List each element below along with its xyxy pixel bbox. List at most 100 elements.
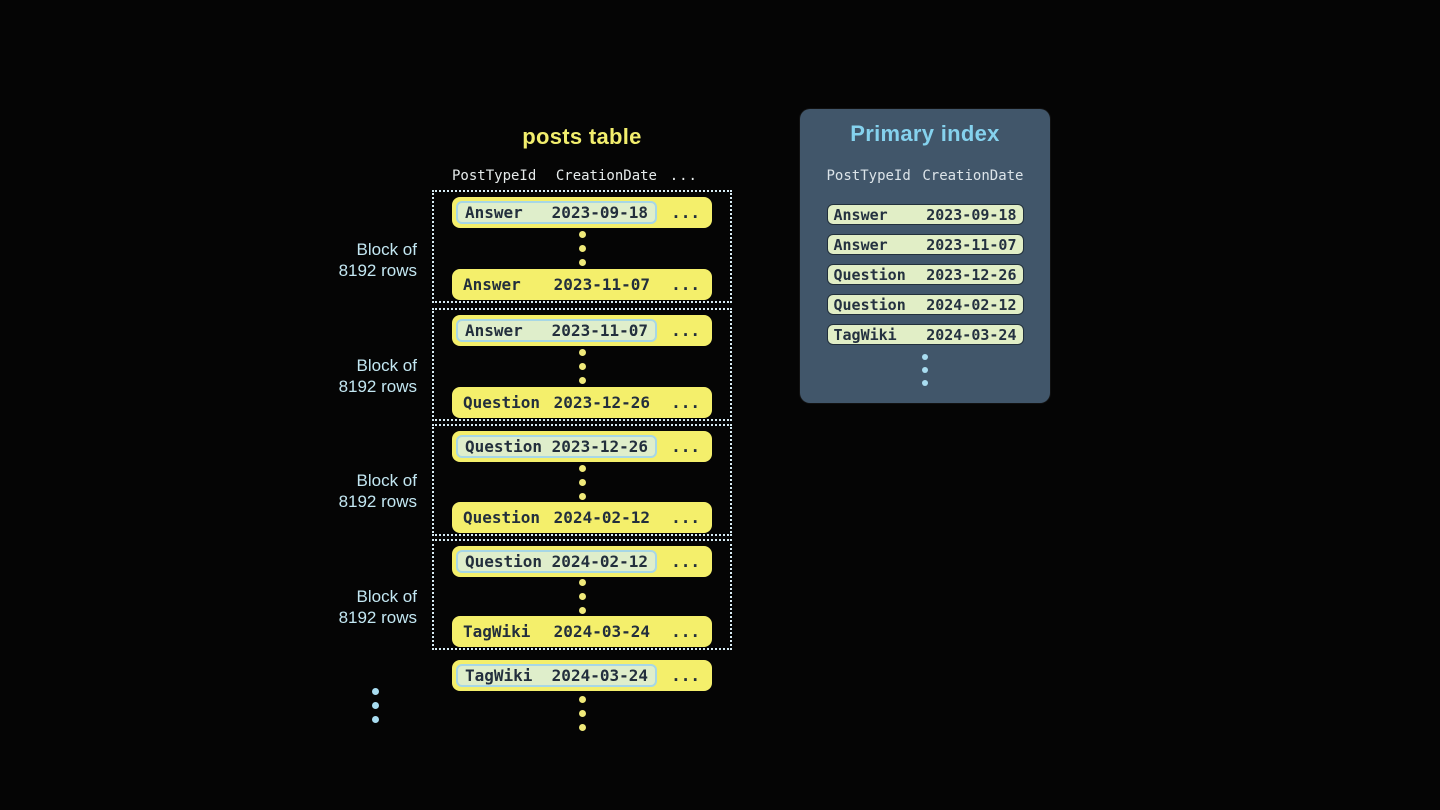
dot [578,593,586,600]
table-row: Answer 2023-09-18 ... [452,197,712,228]
creationdate-value: 2023-11-07 [551,321,648,340]
index-cells: Answer 2023-11-07 [456,273,657,296]
dot [578,492,586,500]
dot [578,724,586,731]
posttypeid-value: Question [465,552,543,571]
table-row: Question 2023-12-26 ... [452,387,712,418]
creationdate-value: 2024-02-12 [553,508,650,527]
table-row: TagWiki 2024-03-24 ... [452,616,712,647]
table-row: Answer 2023-11-07 ... [452,269,712,300]
dot [578,710,586,717]
posts-table-column-headers: PostTypeId CreationDate ... [452,167,712,185]
row-more-ellipsis: ... [671,437,700,456]
posttypeid-value: TagWiki [833,325,897,344]
row-more-ellipsis: ... [671,622,700,641]
dot [922,367,928,373]
table-row: Question 2023-12-26 ... [452,431,712,462]
posttypeid-value: Answer [833,235,888,254]
block-label-4: Block of 8192 rows [237,586,417,628]
column-header-creationdate: CreationDate [555,168,657,184]
posttypeid-value: Answer [465,203,523,222]
block-label-line2: 8192 rows [338,608,417,627]
primary-index-rows: Answer 2023-09-18 Answer 2023-11-07 Ques… [800,204,1050,345]
ellipsis-dots-vertical [578,349,586,384]
row-more-ellipsis: ... [671,203,700,222]
creationdate-value: 2023-12-26 [553,393,650,412]
block-label-line2: 8192 rows [338,377,417,396]
posttypeid-value: Answer [463,275,521,294]
row-block-3: Question 2023-12-26 ... Question 2024-02… [432,424,732,536]
index-cells: Question 2023-12-26 [456,391,657,414]
dot [578,259,586,266]
row-more-ellipsis: ... [671,393,700,412]
block-label-line2: 8192 rows [338,492,417,511]
index-row: Answer 2023-11-07 [826,234,1024,255]
blocks-continue-ellipsis [358,688,393,723]
creationdate-value: 2023-09-18 [551,203,648,222]
block-label-line1: Block of [356,587,417,606]
posttypeid-value: Answer [833,205,888,224]
block-label-line2: 8192 rows [338,261,417,280]
row-block-1: Answer 2023-09-18 ... Answer 2023-11-07 … [432,190,732,303]
table-row: Question 2024-02-12 ... [452,546,712,577]
posttypeid-value: Question [833,265,906,284]
index-row: Question 2024-02-12 [826,294,1024,315]
table-row: Answer 2023-11-07 ... [452,315,712,346]
row-more-ellipsis: ... [671,666,700,685]
index-row: TagWiki 2024-03-24 [826,324,1024,345]
creationdate-value: 2024-03-24 [553,622,650,641]
dot [372,688,379,695]
highlighted-index-cells: Question 2024-02-12 [456,550,657,573]
row-more-ellipsis: ... [671,552,700,571]
column-header-more-ellipsis: ... [669,168,698,184]
creationdate-value: 2023-09-18 [926,205,1017,224]
posttypeid-value: Question [833,295,906,314]
column-header-posttypeid: PostTypeId [826,168,911,184]
creationdate-value: 2023-12-26 [926,265,1017,284]
posttypeid-value: Answer [465,321,523,340]
block-label-line1: Block of [356,471,417,490]
dot [578,349,586,356]
block-label-3: Block of 8192 rows [237,470,417,512]
row-more-ellipsis: ... [671,321,700,340]
creationdate-value: 2024-02-12 [551,552,648,571]
block-label-line1: Block of [356,240,417,259]
posttypeid-value: Question [463,508,541,527]
row-more-ellipsis: ... [671,275,700,294]
dot [922,380,928,386]
column-header-creationdate: CreationDate [922,168,1024,184]
index-continues-ellipsis [800,354,1050,386]
column-header-posttypeid: PostTypeId [452,168,537,184]
posts-table-header-columns: PostTypeId CreationDate [452,168,657,184]
dot [578,696,586,703]
creationdate-value: 2024-03-24 [926,325,1017,344]
dot [578,478,586,486]
dot [578,579,586,586]
dot [372,716,379,723]
posts-table-title: posts table [522,124,642,149]
dot [578,607,586,614]
creationdate-value: 2024-03-24 [551,666,648,685]
primary-index-column-headers: PostTypeId CreationDate [827,167,1024,185]
row-more-ellipsis: ... [671,508,700,527]
highlighted-index-cells: Answer 2023-11-07 [456,319,657,342]
dot [372,702,379,709]
ellipsis-dots-vertical [578,231,586,266]
dot [922,354,928,360]
creationdate-value: 2023-11-07 [926,235,1017,254]
table-row: TagWiki 2024-03-24 ... [452,660,712,691]
row-block-2: Answer 2023-11-07 ... Question 2023-12-2… [432,308,732,421]
dot [578,363,586,370]
block-label-line1: Block of [356,356,417,375]
creationdate-value: 2023-11-07 [553,275,650,294]
creationdate-value: 2023-12-26 [551,437,648,456]
highlighted-index-cells: TagWiki 2024-03-24 [456,664,657,687]
posttypeid-value: Question [463,393,541,412]
dot [578,464,586,472]
posttypeid-value: Question [465,437,543,456]
block-label-1: Block of 8192 rows [237,239,417,281]
ellipsis-dots-vertical [358,688,393,723]
block-label-2: Block of 8192 rows [237,355,417,397]
dot [578,245,586,252]
